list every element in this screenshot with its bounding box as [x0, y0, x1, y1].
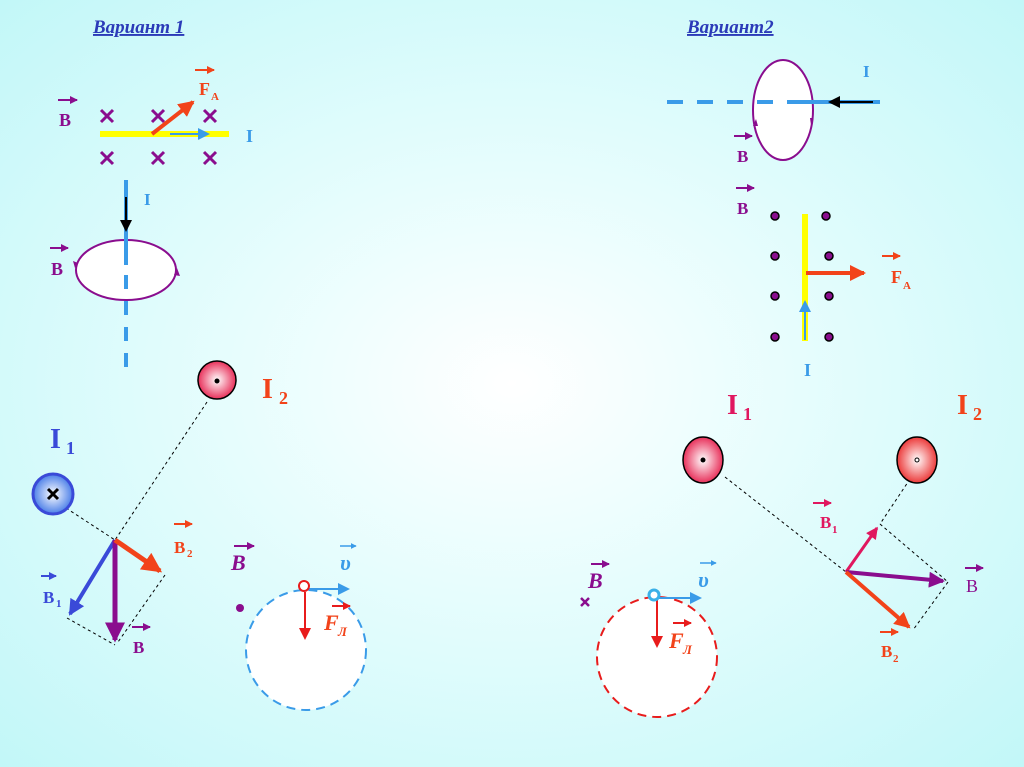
- svg-text:A: A: [903, 280, 911, 292]
- svg-text:B: B: [587, 568, 603, 593]
- svg-text:Л: Л: [682, 642, 693, 657]
- svg-text:F: F: [668, 628, 684, 653]
- svg-text:Л: Л: [337, 624, 348, 639]
- ampere-force-arrow: [150, 100, 195, 136]
- b1-arrow: [68, 538, 117, 616]
- v2-wire-in-field: B F A I: [736, 184, 911, 380]
- v2-superposition: I 1 I 2 B 1 B B 2: [682, 390, 984, 665]
- b2-arrow: [113, 537, 163, 574]
- svg-text:I: I: [804, 360, 811, 380]
- i2-label: I: [957, 390, 968, 421]
- svg-text:B: B: [43, 588, 54, 607]
- field-label: B: [59, 110, 71, 130]
- variant1-title: Вариант 1: [92, 17, 184, 38]
- svg-text:B: B: [966, 576, 978, 596]
- charge: [647, 588, 661, 602]
- svg-text:B: B: [737, 199, 748, 218]
- svg-text:1: 1: [56, 598, 62, 610]
- svg-text:F: F: [323, 610, 339, 635]
- field-out-of-page-dot: [236, 604, 244, 612]
- current-label: I: [246, 126, 253, 146]
- v2-lorentz: B υ F Л: [580, 560, 718, 718]
- svg-text:1: 1: [66, 438, 75, 458]
- variant2-title: Вариант2: [686, 17, 774, 38]
- svg-text:1: 1: [832, 524, 838, 536]
- force-sub: A: [211, 91, 219, 103]
- v1-straight-wire-field: I B: [50, 180, 180, 378]
- svg-text:υ: υ: [698, 567, 709, 592]
- charge: [298, 580, 310, 592]
- i1-label: I: [50, 424, 61, 455]
- field-out-of-page-dots: [770, 211, 834, 342]
- svg-text:B: B: [230, 550, 246, 575]
- i1-label: I: [727, 390, 738, 421]
- svg-text:F: F: [891, 267, 902, 287]
- svg-text:2: 2: [279, 388, 288, 408]
- loop-field-label: B: [51, 259, 63, 279]
- wire-current-label: I: [144, 190, 151, 209]
- v1-superposition: I 2 I 1 B 2 B 1 B: [31, 360, 288, 657]
- svg-text:B: B: [881, 642, 892, 661]
- svg-text:υ: υ: [340, 550, 351, 575]
- svg-text:2: 2: [187, 548, 193, 560]
- svg-text:2: 2: [893, 653, 899, 665]
- svg-text:B: B: [174, 538, 185, 557]
- field-into-page-cross: [580, 597, 590, 607]
- field-into-page-crosses: [99, 108, 218, 166]
- b1-arrow: [844, 526, 879, 573]
- svg-text:2: 2: [973, 404, 982, 424]
- b-sum-arrow: [845, 570, 945, 588]
- v1-lorentz: B υ F Л: [230, 542, 367, 711]
- b2-arrow: [844, 570, 911, 629]
- v1-wire-in-field: F A B I: [58, 66, 253, 166]
- svg-text:B: B: [133, 638, 144, 657]
- force-label: F: [199, 79, 210, 99]
- svg-text:B: B: [737, 147, 748, 166]
- v2-loop-field: I B: [667, 59, 880, 166]
- svg-text:1: 1: [743, 404, 752, 424]
- svg-text:B: B: [820, 513, 831, 532]
- svg-text:I: I: [863, 62, 870, 81]
- i2-label: I: [262, 374, 273, 405]
